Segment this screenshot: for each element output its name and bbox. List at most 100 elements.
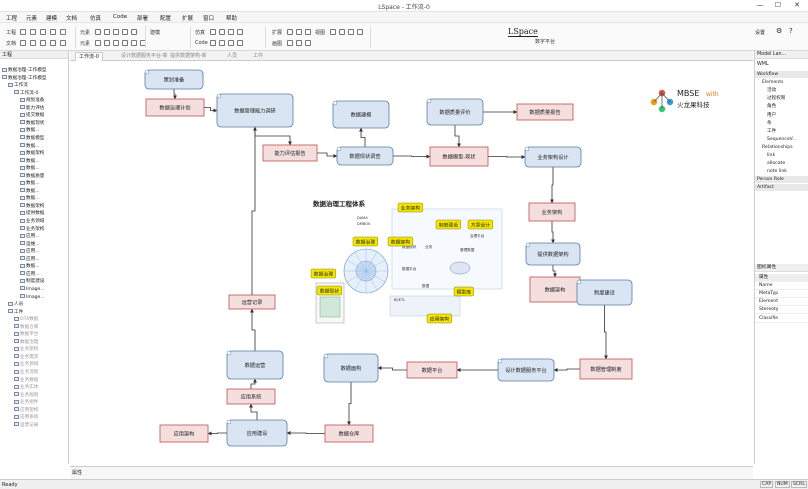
- toolbar-tool-icon[interactable]: [95, 29, 101, 35]
- model-tree-item[interactable]: 过程权限: [767, 96, 786, 102]
- artifact-node[interactable]: 运营记录: [228, 294, 276, 310]
- model-tree-item[interactable]: note link: [767, 169, 787, 175]
- toolbar-tool-icon[interactable]: [348, 29, 354, 35]
- toolbar-tool-icon[interactable]: [237, 29, 243, 35]
- model-tree-item[interactable]: 用户: [767, 112, 777, 118]
- activity-node[interactable]: 数据现状调查: [336, 146, 394, 166]
- tree-item[interactable]: 能力评估: [20, 105, 44, 112]
- tree-item[interactable]: 提供数据: [20, 210, 44, 217]
- tree-item[interactable]: 工件: [8, 309, 23, 316]
- model-tree-item[interactable]: Person Role: [755, 176, 808, 184]
- menu-item-10[interactable]: 帮助: [226, 16, 238, 22]
- toolbar-tool-icon[interactable]: [113, 29, 119, 35]
- tree-item[interactable]: 应用系统: [14, 414, 38, 421]
- toolbar-tool-icon[interactable]: [104, 40, 110, 46]
- model-tree-item[interactable]: Artifact: [755, 184, 808, 192]
- menu-item-4[interactable]: 仿真: [90, 16, 102, 22]
- artifact-node[interactable]: 数据架构: [529, 276, 581, 303]
- menu-item-2[interactable]: 建模: [46, 16, 58, 22]
- model-tree-item[interactable]: SequenceV...: [767, 136, 797, 142]
- model-tree-item[interactable]: link: [767, 153, 776, 158]
- tree-item[interactable]: 数据平台: [14, 331, 38, 338]
- model-tree-item[interactable]: Elements: [762, 80, 784, 86]
- toolbar-tool-icon[interactable]: [104, 29, 110, 35]
- activity-node[interactable]: 提供数据架构: [525, 242, 581, 266]
- help-icon[interactable]: ?: [789, 27, 793, 35]
- menu-item-1[interactable]: 元素: [26, 16, 38, 22]
- tree-item[interactable]: 业务规则: [14, 392, 38, 399]
- toolbar-tool-icon[interactable]: [219, 29, 225, 35]
- tree-item[interactable]: 数据治理-工作模型: [2, 75, 46, 82]
- model-tree-item[interactable]: Workflow: [755, 71, 808, 78]
- menu-item-5[interactable]: Code: [113, 14, 128, 20]
- toolbar-tool-icon[interactable]: [122, 29, 128, 35]
- toolbar-tool-icon[interactable]: [210, 29, 216, 35]
- tree-item[interactable]: 业务流程: [14, 369, 38, 376]
- tree-item[interactable]: 数据架构: [20, 203, 44, 210]
- activity-node[interactable]: 应用建设: [226, 419, 288, 447]
- maximize-button[interactable]: ☐: [774, 1, 782, 9]
- toolbar-tool-icon[interactable]: [339, 29, 345, 35]
- tree-item[interactable]: 应用...: [20, 248, 40, 255]
- tree-item[interactable]: 运营记录: [14, 422, 38, 429]
- toolbar-tool-icon[interactable]: [296, 29, 302, 35]
- toolbar-tool-icon[interactable]: [131, 40, 137, 46]
- artifact-node[interactable]: 数据管理制度: [579, 358, 633, 380]
- tree-item[interactable]: 数据...: [20, 165, 40, 172]
- tree-item[interactable]: 应用...: [20, 233, 40, 240]
- toolbar-tool-icon[interactable]: [60, 40, 66, 46]
- toolbar-tool-icon[interactable]: [210, 40, 216, 46]
- toolbar-tool-icon[interactable]: [113, 40, 119, 46]
- tree-item[interactable]: 业务架构: [14, 346, 38, 353]
- tree-item[interactable]: 制度建设: [20, 278, 44, 285]
- toolbar-tool-icon[interactable]: [30, 40, 36, 46]
- tree-item[interactable]: 数据架构: [20, 150, 44, 157]
- tree-item[interactable]: Image...: [20, 294, 45, 301]
- workflow-diagram[interactable]: 数据治理工程体系DAMADMBOK数据现状数据平台业务数据BI/ETL管理数据治…: [70, 61, 753, 464]
- tab-0[interactable]: 工作流-0: [75, 52, 103, 61]
- artifact-node[interactable]: 数据平台: [406, 361, 458, 379]
- tree-item[interactable]: 工作流-0: [14, 90, 38, 97]
- tree-item[interactable]: 业务组件: [14, 399, 38, 406]
- menu-item-8[interactable]: 扩展: [182, 16, 194, 22]
- toolbar-tool-icon[interactable]: [95, 40, 101, 46]
- tree-item[interactable]: 应用...: [20, 271, 40, 278]
- model-tree-item[interactable]: 活动: [767, 88, 777, 94]
- tree-item[interactable]: 业务需求: [14, 354, 38, 361]
- tree-item[interactable]: 业务领域: [20, 218, 44, 225]
- toolbar-tool-icon[interactable]: [228, 40, 234, 46]
- tab-1[interactable]: 设计数据服务平台-新: [121, 53, 168, 59]
- artifact-node[interactable]: 数据仓库: [324, 424, 374, 443]
- activity-node[interactable]: 数据面构: [323, 353, 379, 383]
- tree-item[interactable]: 应用...: [20, 256, 40, 263]
- artifact-node[interactable]: 数据模型-现状: [429, 146, 489, 167]
- tree-item[interactable]: 数据...: [20, 195, 40, 202]
- settings-button[interactable]: 设置: [755, 30, 766, 36]
- tree-item[interactable]: 数据模型: [20, 135, 44, 142]
- activity-node[interactable]: 业务架构设计: [524, 146, 582, 168]
- tree-item[interactable]: 数据...: [20, 180, 40, 187]
- toolbar-tool-icon[interactable]: [20, 29, 26, 35]
- activity-node[interactable]: 数据运营: [226, 350, 284, 380]
- toolbar-tool-icon[interactable]: [296, 40, 302, 46]
- toolbar-tool-icon[interactable]: [330, 29, 336, 35]
- tree-item[interactable]: 提交数据: [20, 112, 44, 119]
- toolbar-tool-icon[interactable]: [40, 40, 46, 46]
- artifact-node[interactable]: 能力评估报告: [262, 144, 318, 162]
- artifact-node[interactable]: 业务架构: [528, 202, 576, 222]
- tree-item[interactable]: 数据治理: [14, 339, 38, 346]
- menu-item-3[interactable]: 文档: [66, 16, 78, 22]
- tree-item[interactable]: 数据质量: [20, 173, 44, 180]
- model-tree-item[interactable]: 角色: [767, 104, 777, 110]
- toolbar-tool-icon[interactable]: [287, 29, 293, 35]
- model-tree-item[interactable]: Relationships: [762, 144, 793, 150]
- tree-item[interactable]: 工作流: [8, 82, 28, 89]
- activity-node[interactable]: 数据建模: [332, 100, 390, 129]
- artifact-node[interactable]: 数据治理计划: [145, 98, 205, 117]
- toolbar-tool-icon[interactable]: [237, 40, 243, 46]
- toolbar-tool-icon[interactable]: [20, 40, 26, 46]
- artifact-node[interactable]: 数据质量报告: [516, 103, 574, 121]
- toolbar-tool-icon[interactable]: [50, 29, 56, 35]
- gear-icon[interactable]: ⚙: [776, 27, 783, 35]
